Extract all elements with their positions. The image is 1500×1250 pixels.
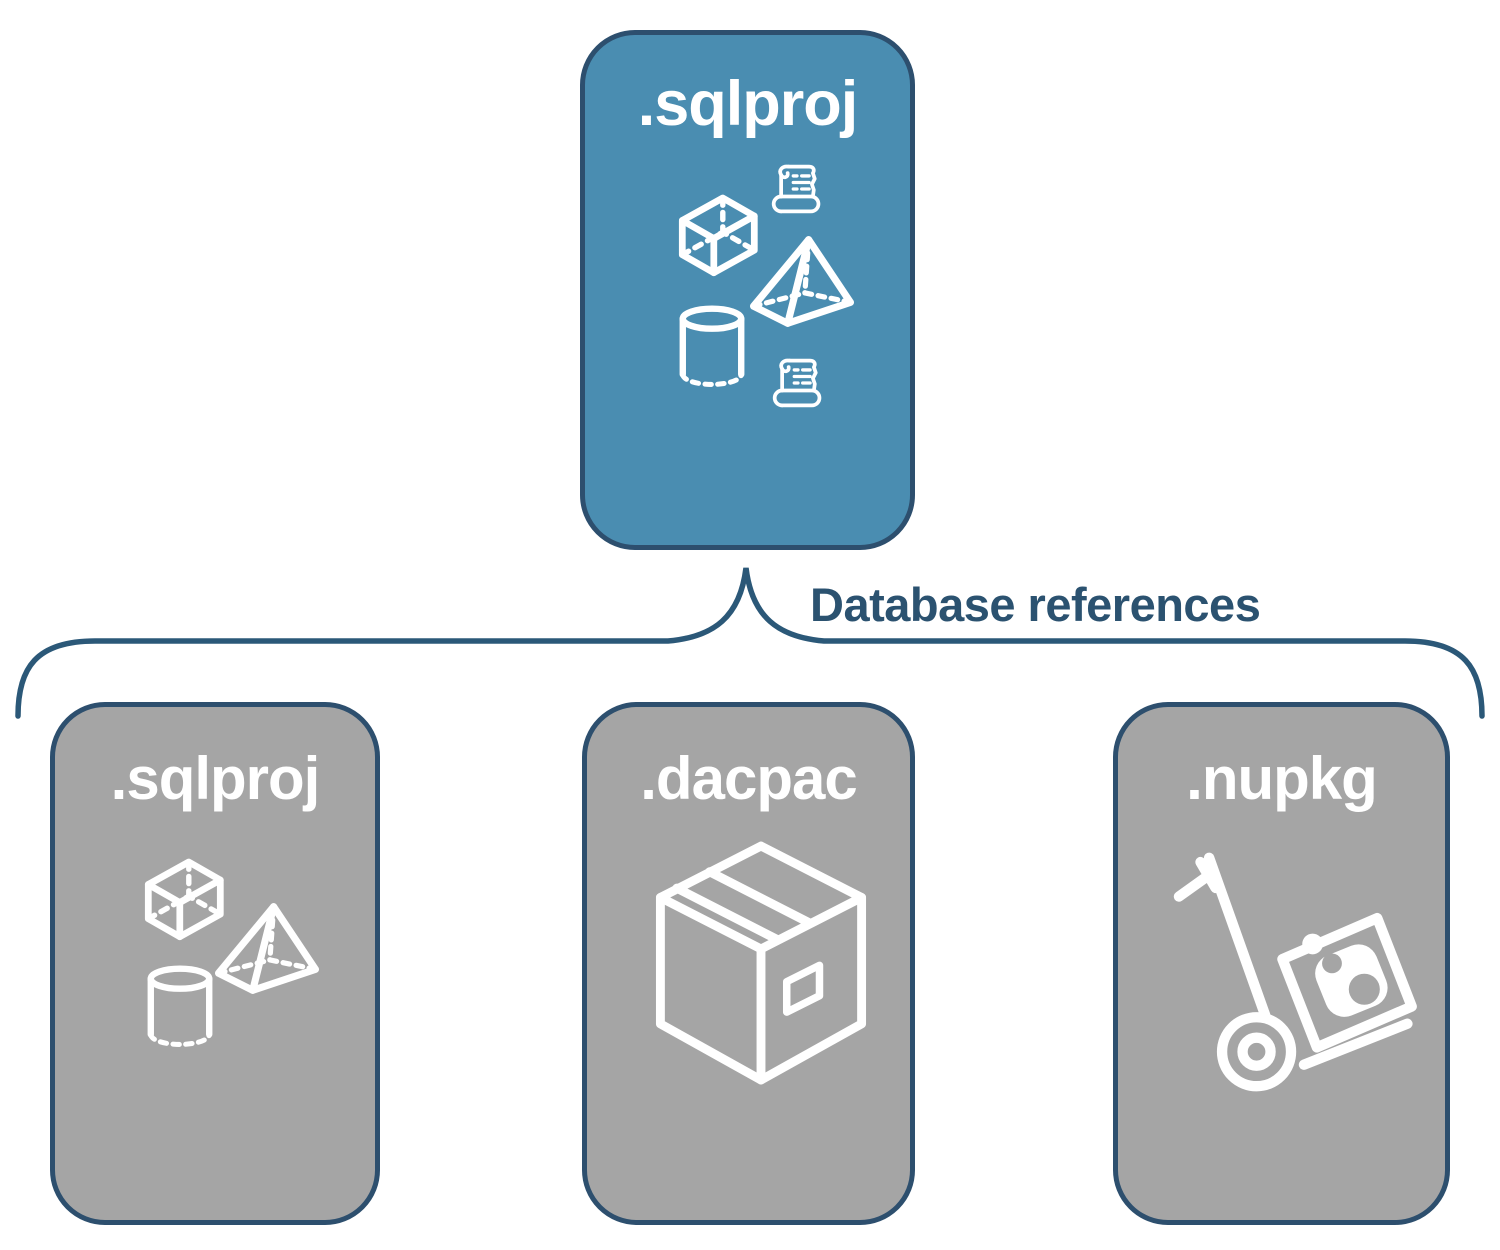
child-card-title: .nupkg [1186, 745, 1378, 812]
parent-card-sqlproj: .sqlproj [580, 30, 915, 550]
cube-icon [144, 858, 224, 941]
cylinder-icon [679, 305, 745, 387]
cylinder-icon [147, 965, 213, 1047]
child-card-dacpac: .dacpac [582, 702, 915, 1225]
scroll-icon [771, 164, 821, 214]
child-card-nupkg: .nupkg [1113, 702, 1450, 1225]
pyramid-icon [749, 236, 855, 327]
connector-label: Database references [810, 578, 1261, 631]
child-card-sqlproj: .sqlproj [50, 702, 380, 1225]
cube-icon [678, 194, 758, 277]
child-card-title: .sqlproj [110, 745, 321, 812]
parent-card-title: .sqlproj [637, 69, 859, 139]
scroll-icon [772, 358, 822, 408]
pyramid-icon [214, 903, 320, 994]
hand-truck-icon [1173, 852, 1417, 1092]
child-card-title: .dacpac [640, 745, 857, 812]
package-box-icon [655, 841, 867, 1085]
